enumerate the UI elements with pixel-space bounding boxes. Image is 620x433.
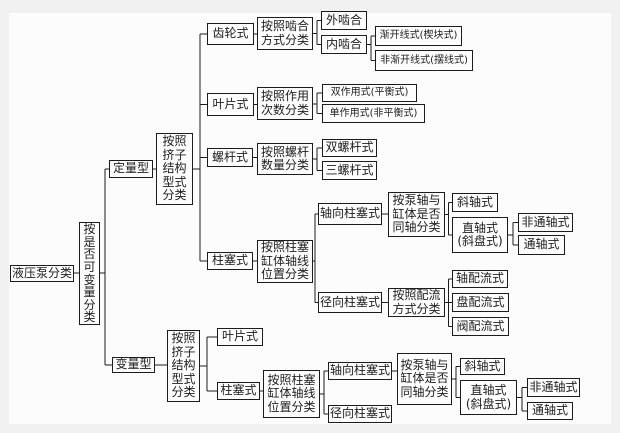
node-axial-piston: 轴向柱塞式 (318, 203, 382, 225)
node-var-non-through-shaft: 非通轴式 (527, 378, 580, 397)
node-double-action: 双作用式(平衡式) (322, 84, 417, 102)
connector-fixed (153, 33, 207, 262)
connector-vane (254, 92, 322, 114)
connector-radial (382, 278, 452, 327)
node-variable-type: 变量型 (112, 357, 155, 373)
node-internal-mesh: 内啮合 (321, 35, 367, 54)
connector-axial (382, 202, 452, 236)
connector-variable (155, 336, 217, 392)
node-var-piston: 柱塞式 (217, 382, 260, 400)
connector-root (74, 168, 112, 366)
node-piston: 柱塞式 (207, 252, 253, 270)
node-radial-by-distribution: 按照配流 方式分类 (388, 288, 445, 317)
node-var-by-structure: 按照 挤子 结构 型式 分类 (167, 330, 200, 402)
node-screw: 螺杆式 (207, 148, 253, 167)
connector-screw (253, 147, 322, 171)
node-bent-axis: 斜轴式 (452, 193, 498, 212)
node-external-mesh: 外啮合 (321, 11, 367, 30)
connector-var-piston (260, 370, 328, 415)
node-gear: 齿轮式 (207, 23, 254, 45)
node-non-through-shaft: 非通轴式 (518, 213, 573, 232)
connector-piston (253, 213, 318, 303)
connector-var-axial (392, 366, 460, 398)
node-by-variable: 按 是 否 可 变 量 分 类 (79, 222, 100, 325)
node-var-through-shaft: 通轴式 (527, 402, 573, 420)
connector-internal-mesh (367, 35, 375, 61)
node-var-straight-axis: 直轴式 (斜盘式) (460, 380, 517, 415)
node-involute: 渐开线式(楔块式) (375, 26, 462, 46)
node-axial-by-coaxial: 按泵轴与 缸体是否 同轴分类 (388, 192, 445, 237)
node-through-shaft: 通轴式 (518, 235, 565, 255)
node-vane-by-action: 按照作用 次数分类 (257, 87, 313, 120)
diagram-panel (9, 13, 611, 424)
node-piston-by-axis: 按照柱塞 缸体轴线 位置分类 (257, 240, 313, 283)
connector-var-straight-axis (517, 387, 527, 412)
node-twin-screw: 双螺杆式 (322, 139, 377, 157)
node-var-piston-by-axis: 按照柱塞 缸体轴线 位置分类 (263, 370, 320, 418)
node-triple-screw: 三螺杆式 (322, 161, 377, 180)
node-straight-axis: 直轴式 (斜盘式) (452, 217, 508, 253)
node-gear-by-mesh: 按照啮合 方式分类 (257, 17, 313, 50)
node-vane: 叶片式 (207, 93, 254, 116)
node-fixed-by-structure: 按照 挤子 结构 型式 分类 (156, 133, 193, 205)
node-shaft-distribution: 轴配流式 (452, 270, 508, 288)
node-var-radial-piston: 径向柱塞式 (328, 405, 392, 423)
node-screw-by-count: 按照螺杆 数量分类 (257, 143, 313, 175)
node-non-involute: 非渐开线式(摆线式) (375, 50, 473, 71)
node-var-bent-axis: 斜轴式 (460, 358, 505, 375)
node-fixed-type: 定量型 (109, 160, 153, 178)
node-var-vane: 叶片式 (217, 328, 263, 346)
connector-straight-axis (508, 222, 518, 246)
node-radial-piston: 径向柱塞式 (318, 292, 382, 313)
node-disc-distribution: 盘配流式 (452, 293, 509, 312)
node-root: 液压泵分类 (10, 265, 74, 282)
node-valve-distribution: 阀配流式 (452, 317, 509, 336)
node-var-axial-by-coaxial: 按泵轴与 缸体是否 同轴分类 (397, 353, 452, 405)
node-var-axial-piston: 轴向柱塞式 (328, 362, 392, 380)
node-single-action: 单作用式(非平衡式) (322, 104, 425, 123)
connector-gear (254, 20, 321, 45)
